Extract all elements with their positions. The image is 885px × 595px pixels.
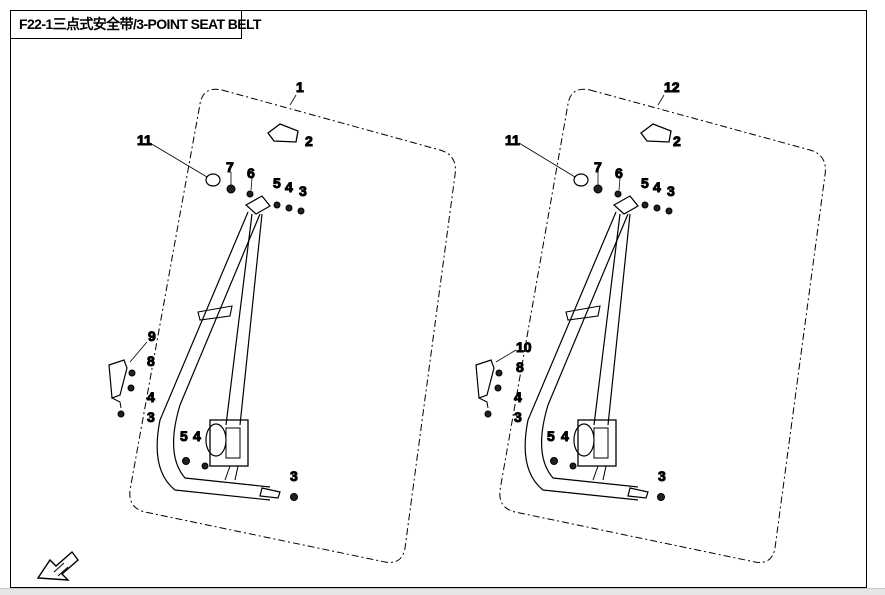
right-callout-group: 12 — [664, 79, 680, 95]
right-callout-6: 6 — [615, 165, 623, 181]
right-buckle-fasteners — [484, 369, 503, 418]
left-top-fasteners — [226, 184, 305, 215]
front-direction-arrow-icon — [36, 550, 79, 581]
left-nut-11-icon — [205, 173, 221, 187]
left-top-anchor — [244, 195, 271, 215]
right-end-anchor — [627, 487, 649, 499]
left-seat-belt-assembly: 1 2 11 7 6 5 4 3 9 8 4 3 5 4 3 — [108, 79, 456, 563]
left-callout-buckle-bolt: 8 — [147, 353, 155, 369]
right-callout-buckle: 10 — [516, 339, 532, 355]
right-seat-belt-assembly: 12 2 11 7 6 5 4 3 10 8 4 3 5 4 3 — [475, 79, 826, 563]
left-callout-4: 4 — [285, 179, 293, 195]
right-callout-buckle-nut: 3 — [514, 409, 522, 425]
right-cover-icon — [640, 123, 672, 143]
page-frame — [10, 10, 867, 588]
right-belt-shoulder-strap — [524, 211, 639, 501]
left-buckle — [108, 359, 128, 409]
right-callout-7: 7 — [594, 159, 602, 175]
right-belt-vertical — [593, 213, 631, 426]
left-callout-buckle-nut: 3 — [147, 409, 155, 425]
left-leader-lines — [129, 94, 297, 363]
left-retractor — [205, 419, 249, 481]
left-callout-retractor-5: 5 — [180, 428, 188, 444]
right-belt-guide — [565, 305, 601, 321]
right-callout-4: 4 — [653, 179, 661, 195]
left-callout-5: 5 — [273, 175, 281, 191]
left-callout-7: 7 — [226, 159, 234, 175]
left-callout-3: 3 — [299, 183, 307, 199]
right-callout-cover: 2 — [673, 133, 681, 149]
left-callout-11: 11 — [137, 132, 152, 148]
right-callout-buckle-washer: 4 — [514, 389, 522, 405]
left-callout-retractor-4: 4 — [193, 428, 201, 444]
right-callout-retractor-4: 4 — [561, 428, 569, 444]
left-callout-anchor-nut: 3 — [290, 468, 298, 484]
right-callout-3: 3 — [667, 183, 675, 199]
left-callout-cover: 2 — [305, 133, 313, 149]
right-callout-retractor-5: 5 — [547, 428, 555, 444]
right-callout-11: 11 — [505, 132, 520, 148]
right-group-outline — [499, 88, 826, 563]
left-callout-buckle-washer: 4 — [147, 389, 155, 405]
left-callout-group: 1 — [296, 79, 304, 95]
left-belt-vertical — [225, 213, 263, 426]
left-callout-6: 6 — [247, 165, 255, 181]
bottom-scroll-strip — [0, 588, 885, 595]
page-title: F22-1三点式安全带/3-POINT SEAT BELT — [10, 10, 261, 39]
left-end-anchor — [259, 487, 281, 499]
left-group-outline — [129, 88, 456, 563]
left-cover-icon — [267, 123, 299, 143]
left-bottom-fasteners — [182, 457, 298, 501]
right-retractor — [573, 419, 617, 481]
left-belt-shoulder-strap — [156, 211, 271, 501]
right-callout-5: 5 — [641, 175, 649, 191]
left-callout-buckle: 9 — [148, 328, 156, 344]
left-belt-guide — [197, 305, 233, 321]
right-buckle — [475, 359, 495, 409]
right-callout-anchor-nut: 3 — [658, 468, 666, 484]
right-top-anchor — [612, 195, 639, 215]
right-callout-buckle-bolt: 8 — [516, 359, 524, 375]
right-nut-11-icon — [573, 173, 589, 187]
right-leader-lines — [495, 94, 665, 363]
left-buckle-fasteners — [117, 369, 136, 418]
right-bottom-fasteners — [550, 457, 665, 501]
